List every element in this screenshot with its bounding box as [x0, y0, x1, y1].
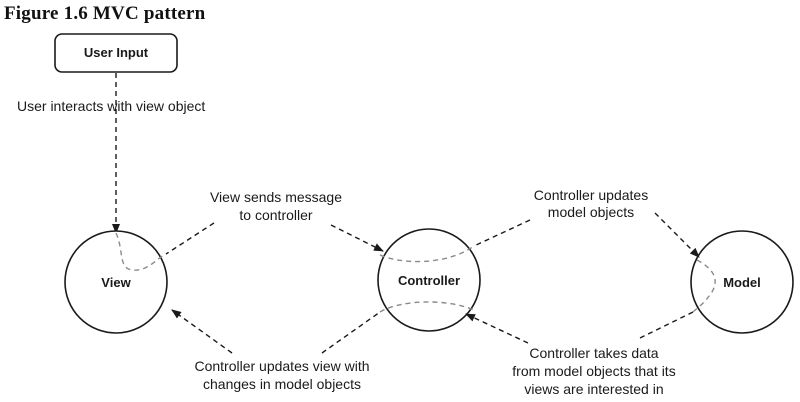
user-input-node: User Input — [54, 33, 178, 73]
ctrl-takes-label-line3: views are interested in — [524, 381, 663, 397]
view-sends-pointer — [165, 222, 215, 255]
view-sends-arrow — [330, 224, 384, 252]
ctrl-updates-model-arrow — [654, 212, 700, 258]
ctrl-updates-view-arrow — [171, 309, 233, 354]
ctrl-updates-view-label-line2: changes in model objects — [203, 376, 361, 392]
model-circle — [690, 230, 794, 334]
view-circle — [64, 230, 168, 334]
user-input-label: User Input — [84, 45, 149, 60]
view-label: View — [101, 275, 131, 290]
controller-bottom-flow-curve — [379, 301, 475, 313]
ctrl-takes-label-line1: Controller takes data — [529, 345, 658, 361]
controller-circle — [377, 228, 481, 332]
controller-label: Controller — [398, 273, 460, 288]
controller-node: Controller — [377, 228, 481, 332]
view-node: View — [64, 230, 168, 334]
ctrl-updates-model-label-line2: model objects — [548, 204, 634, 220]
figure-title: Figure 1.6 MVC pattern — [4, 3, 206, 24]
user-input-box — [54, 33, 178, 73]
model-flow-curve — [692, 259, 716, 313]
ctrl-takes-pointer — [639, 311, 694, 339]
ctrl-takes-label-line2: from model objects that its — [512, 363, 675, 379]
model-node: Model — [690, 230, 794, 334]
ctrl-updates-model-pointer — [473, 219, 531, 247]
model-label: Model — [723, 275, 761, 290]
user-interacts-label: User interacts with view object — [17, 98, 205, 114]
ctrl-updates-view-label-line1: Controller updates view with — [194, 358, 369, 374]
ctrl-takes-arrow — [465, 313, 529, 344]
view-sends-label-line1: View sends message — [210, 189, 342, 205]
ctrl-updates-model-label-line1: Controller updates — [534, 187, 648, 203]
ctrl-updates-view-pointer — [321, 311, 381, 354]
view-sends-label-line2: to controller — [239, 207, 312, 223]
